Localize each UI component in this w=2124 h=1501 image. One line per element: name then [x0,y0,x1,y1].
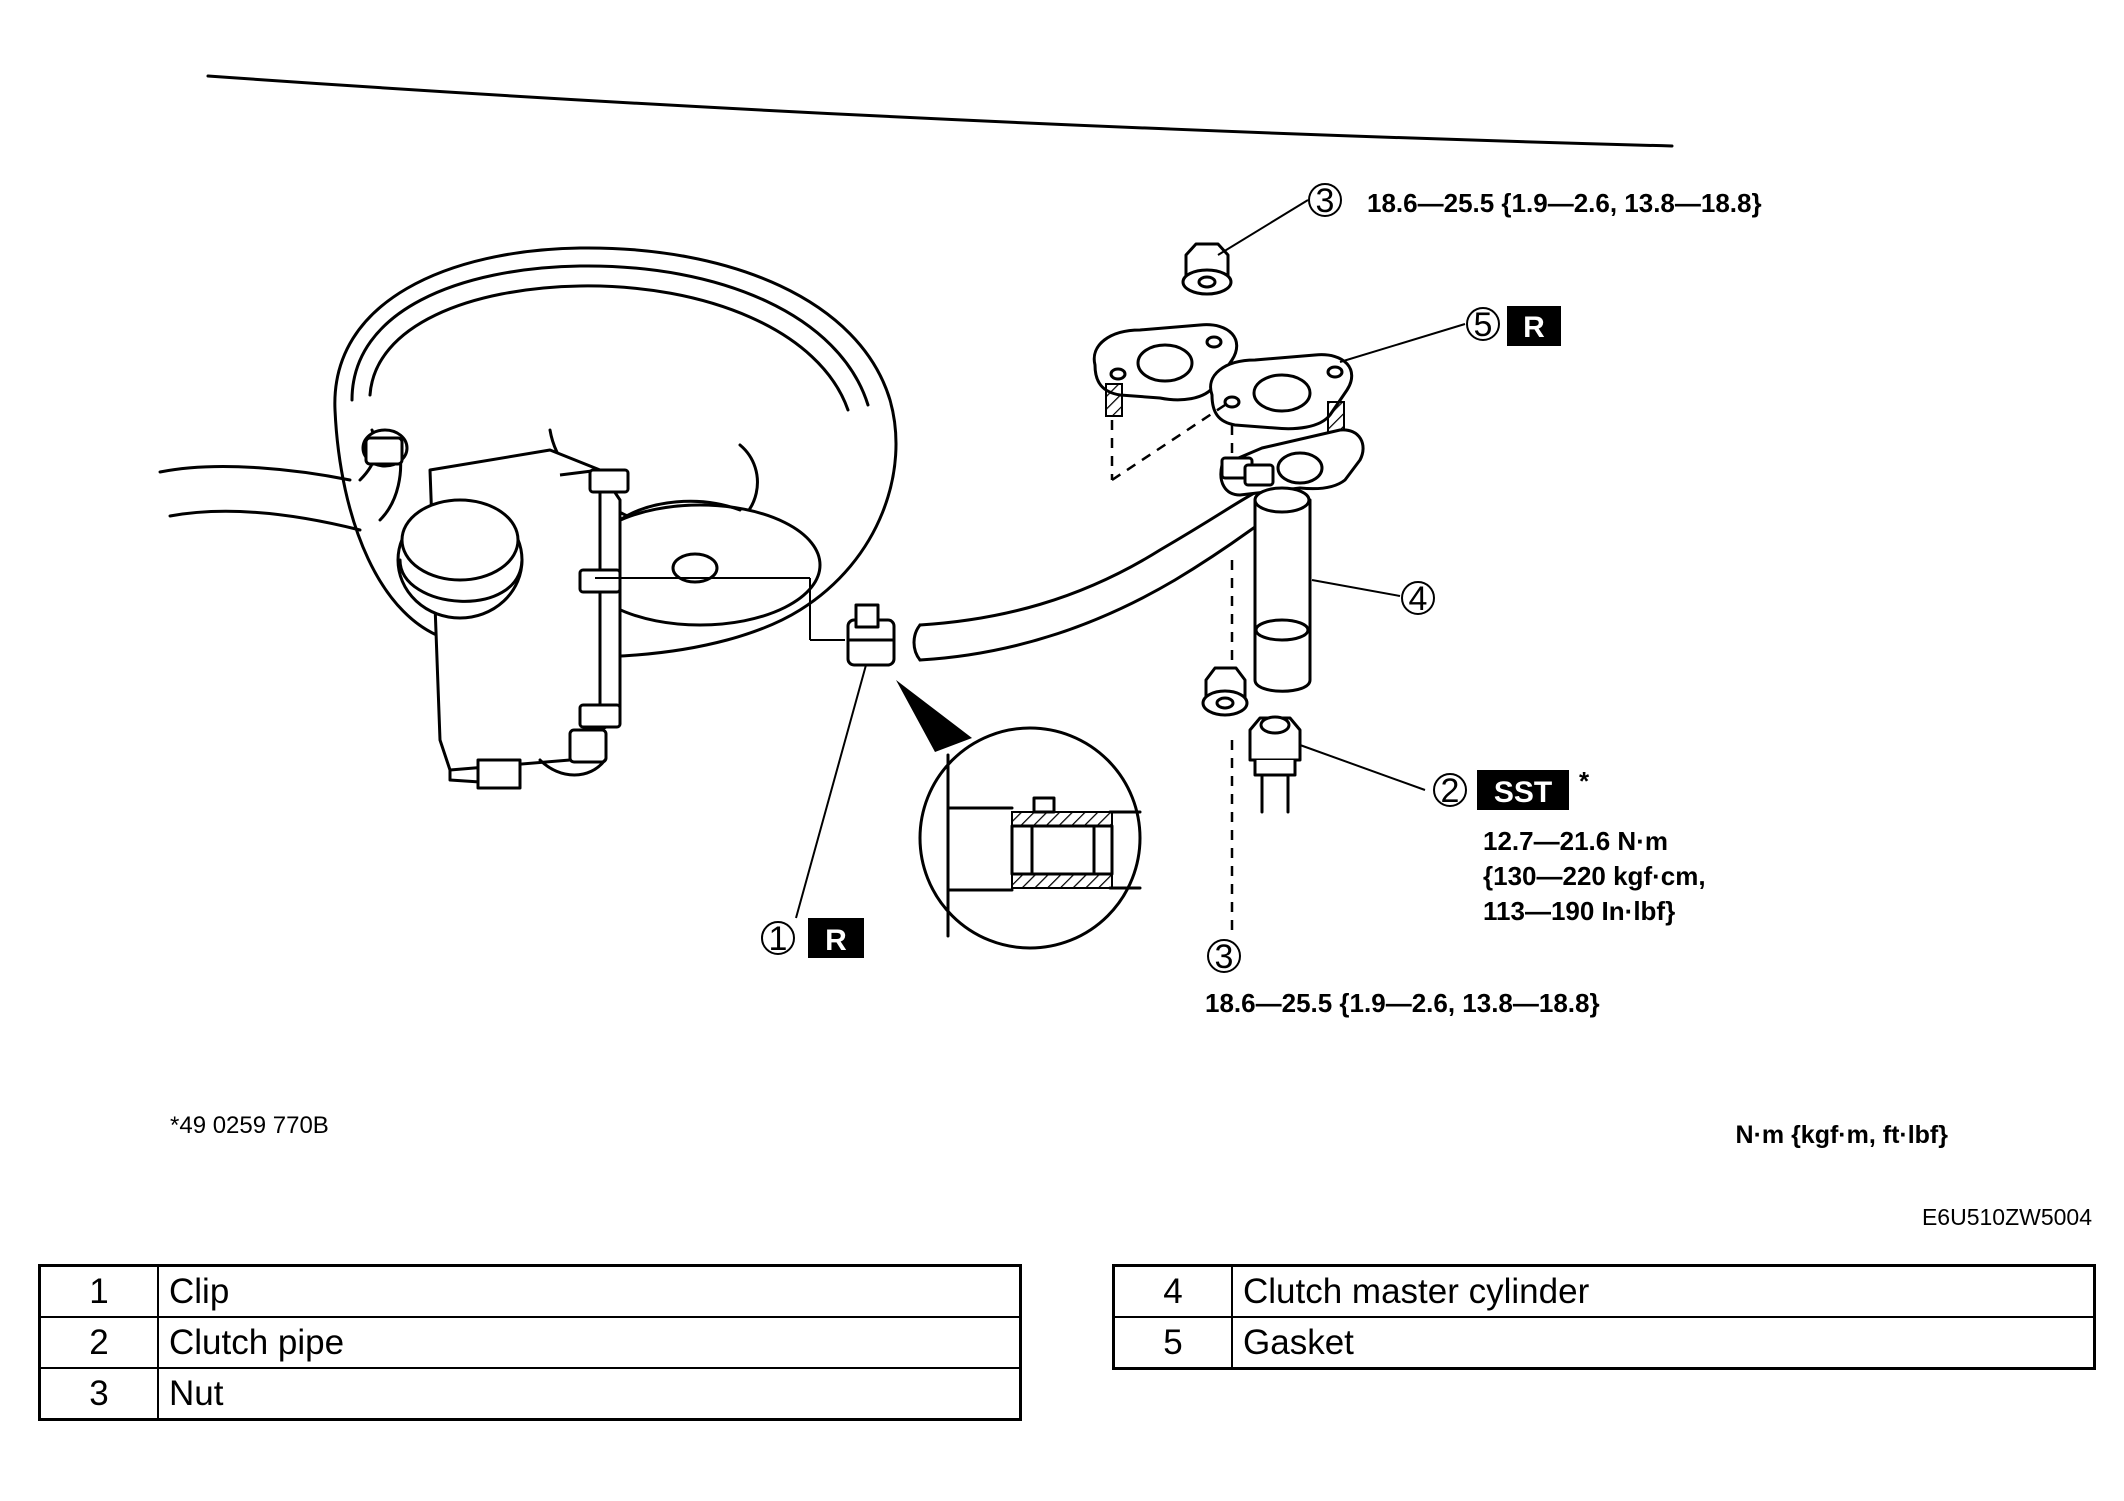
callout-1-number: 1 [769,920,788,958]
vacuum-hose [158,428,409,532]
table-row: 2 Clutch pipe [38,1316,1022,1369]
replace-badge-gasket-text: R [1523,311,1545,344]
callout-3-bottom-number: 3 [1215,938,1234,976]
replace-badge-gasket [1507,306,1561,346]
sst-badge [1477,770,1569,810]
clip-detail-view [896,680,1142,950]
table-row: 5 Gasket [1112,1316,2096,1370]
replace-badge-clip [808,918,864,958]
torque-spec-pipe-line3: 113—190 In·lbf} [1483,896,1675,926]
legend-name: Clip [157,1264,1022,1318]
callout-2: 2 SST * 12.7—21.6 N·m {130—220 kgf·cm, 1… [1433,766,1706,926]
callout-4: 4 [1401,580,1435,618]
table-row: 3 Nut [38,1367,1022,1421]
legend-num: 5 [1112,1316,1233,1370]
legend-name: Gasket [1231,1316,2096,1370]
clip-drawing [846,603,896,667]
sst-asterisk: * [1579,766,1590,796]
legend-num: 1 [38,1264,159,1318]
legend-table-right: 4 Clutch master cylinder 5 Gasket [1112,1264,2096,1370]
leader-lines [795,199,1466,919]
nut-upper [1181,242,1233,296]
legend-num: 4 [1112,1264,1233,1318]
callout-4-number: 4 [1409,580,1428,618]
brake-master-cylinder [396,448,630,790]
clutch-pipe-drawing [595,488,1267,662]
callout-2-number: 2 [1441,772,1460,810]
dash-flange [1092,323,1239,417]
legend-num: 2 [38,1316,159,1369]
table-row: 4 Clutch master cylinder [1112,1264,2096,1318]
table-row: 1 Clip [38,1264,1022,1318]
dash-panel-line [206,74,1674,148]
torque-spec-pipe-line1: 12.7—21.6 N·m [1483,826,1668,856]
callout-1: 1 R [761,918,864,958]
clutch-master-cylinder-drawing [1219,428,1365,693]
torque-spec-nut-top: 18.6—25.5 {1.9—2.6, 13.8—18.8} [1367,188,1762,218]
legend-name: Clutch master cylinder [1231,1264,2096,1318]
torque-units: N·m {kgf·m, ft·lbf} [1736,1121,1949,1149]
callout-3-top: 3 18.6—25.5 {1.9—2.6, 13.8—18.8} [1308,182,1762,220]
callout-5-number: 5 [1474,306,1493,344]
gasket-drawing [1209,353,1354,433]
callout-5: 5 R [1466,306,1561,346]
legend-table-left: 1 Clip 2 Clutch pipe 3 Nut [38,1264,1022,1421]
nut-lower [1201,666,1249,717]
torque-spec-nut-bottom: 18.6—25.5 {1.9—2.6, 13.8—18.8} [1205,988,1600,1018]
callout-3-top-number: 3 [1316,182,1335,220]
replace-badge-clip-text: R [825,924,847,957]
figure-code: E6U510ZW5004 [1922,1204,2092,1230]
torque-spec-pipe-line2: {130—220 kgf·cm, [1483,861,1706,891]
sst-badge-text: SST [1494,776,1552,809]
sst-footnote: *49 0259 770B [170,1112,329,1139]
legend-num: 3 [38,1367,159,1421]
legend-name: Clutch pipe [157,1316,1022,1369]
flare-nut [1248,715,1302,814]
legend-name: Nut [157,1367,1022,1421]
callout-3-bottom: 3 18.6—25.5 {1.9—2.6, 13.8—18.8} [1205,938,1600,1018]
